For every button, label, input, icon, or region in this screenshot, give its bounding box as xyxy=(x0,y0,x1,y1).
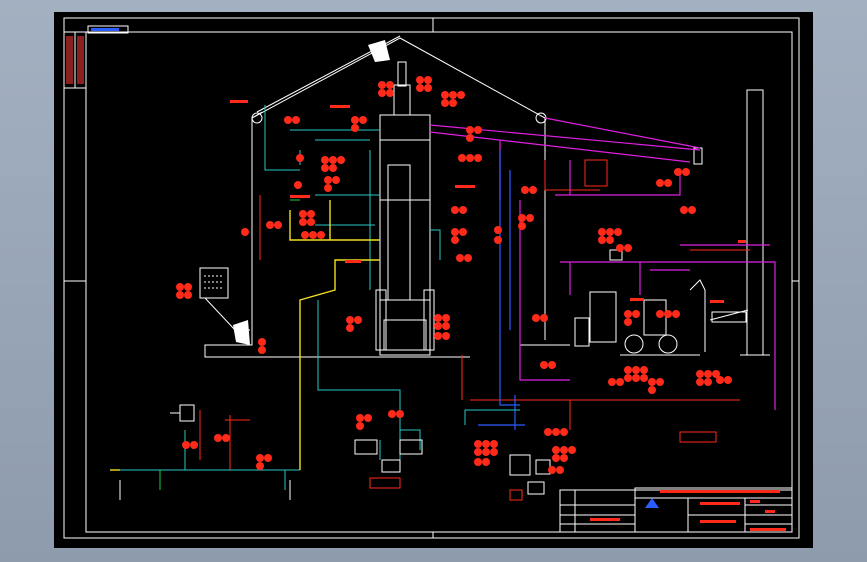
left-tank xyxy=(199,267,250,345)
cyan-process-lines xyxy=(110,105,520,490)
title-block xyxy=(559,487,793,533)
reactor-column xyxy=(372,61,470,358)
label-bars xyxy=(230,100,746,501)
hopper xyxy=(368,40,390,62)
instrument-tags xyxy=(176,76,732,474)
stack xyxy=(693,89,770,356)
green-lines xyxy=(159,199,300,490)
building-outline xyxy=(204,35,547,358)
bottom-left-equipment xyxy=(119,404,551,500)
revision-box xyxy=(63,25,129,89)
sheet-background xyxy=(54,12,813,548)
blue-process-lines xyxy=(478,150,525,430)
inner-border xyxy=(85,31,793,533)
outer-border xyxy=(63,17,800,539)
equipment-cluster xyxy=(520,249,749,356)
